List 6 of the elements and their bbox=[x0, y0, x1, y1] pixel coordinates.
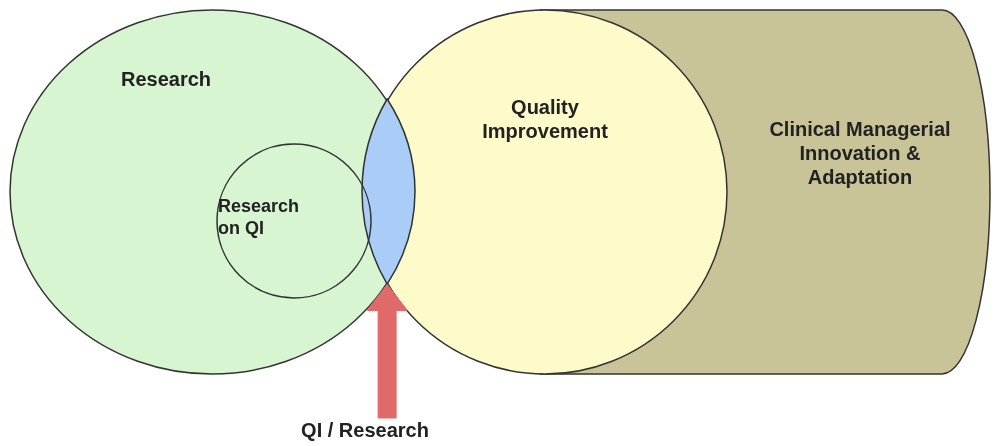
circle-label: Quality Improvement bbox=[481, 95, 609, 143]
block-arrow bbox=[366, 284, 408, 419]
shape-label: Clinical Managerial Innovation & Adaptation bbox=[768, 117, 952, 189]
arrow-caption: QI / Research bbox=[300, 418, 430, 442]
circle-label: Research bbox=[121, 67, 213, 91]
circle-label: Research on QI bbox=[218, 195, 301, 239]
